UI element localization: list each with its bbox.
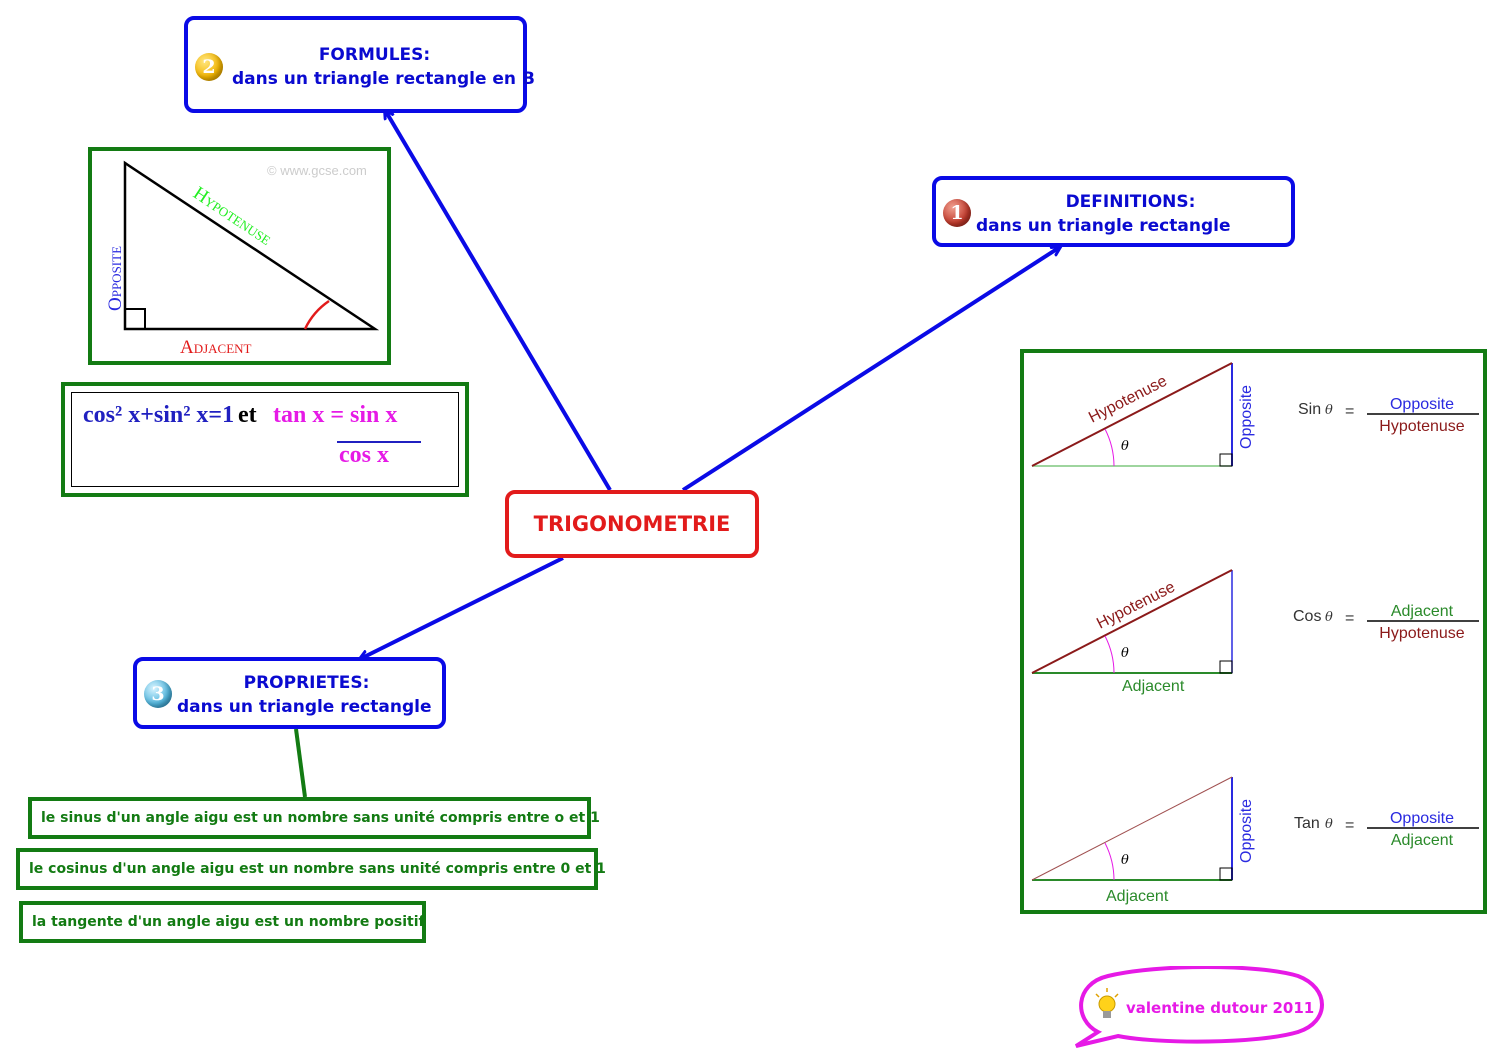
sin-diagram: Hypotenuse Opposite θ [1031,362,1255,467]
triangle-shape [123,160,380,331]
adjacent-label: Adjacent [180,337,252,358]
pythagorean-identity: cos² x+sin² x=1 [83,402,235,428]
svg-text:Adjacent: Adjacent [1122,678,1185,695]
property-sinus-text: le sinus d'un angle aigu est un nombre s… [41,810,600,826]
proprietes-subtitle: dans un triangle rectangle [177,697,432,717]
opposite-label: Opposite [105,246,126,311]
svg-text:Hypotenuse: Hypotenuse [1094,579,1178,633]
central-node[interactable]: TRIGONOMETRIE [505,490,759,558]
fraction-bar [337,441,421,443]
connector-to-formules [385,110,612,492]
tan-identity-numerator: tan x = sin x [273,402,398,428]
cos-formula: Cos θ = Adjacent Hypotenuse [1293,603,1479,642]
triangle-figure: © www.gcse.com Hypotenuse Opposite Adjac… [105,160,380,358]
svg-text:θ: θ [1121,439,1129,454]
sin-formula: Sin θ = Opposite Hypotenuse [1298,396,1479,435]
connector-to-proprietes [360,556,564,659]
svg-text:Tan: Tan [1294,815,1320,832]
lightbulb-icon [1095,988,1119,1018]
cos-diagram: Hypotenuse Adjacent θ [1031,569,1233,695]
angle-arc [303,299,330,330]
svg-text:Opposite: Opposite [1390,396,1454,413]
trig-ratios-panel: Hypotenuse Opposite θ Sin θ = Opposite H… [1020,349,1487,914]
svg-text:θ: θ [1325,817,1333,832]
central-node-label: TRIGONOMETRIE [533,512,731,536]
connector-to-properties-list [294,728,307,798]
tan-formula: Tan θ = Opposite Adjacent [1294,810,1479,849]
svg-text:Opposite: Opposite [1390,810,1454,827]
property-tangente[interactable]: la tangente d'un angle aigu est un nombr… [19,901,426,943]
tan-identity-denominator: cos x [339,442,389,468]
number-1-badge: 1 [943,199,971,227]
proprietes-title: PROPRIETES: [243,673,370,693]
svg-text:Sin: Sin [1298,401,1321,418]
author-callout: valentine dutour 2011 [1074,966,1324,1048]
svg-text:θ: θ [1325,610,1333,625]
tan-diagram: Opposite Adjacent θ [1031,776,1255,905]
et-word: et [238,402,257,428]
svg-text:=: = [1345,610,1354,627]
svg-text:=: = [1345,403,1354,420]
svg-text:Opposite: Opposite [1238,799,1255,863]
definitions-node[interactable]: 1 DEFINITIONS: dans un triangle rectangl… [932,176,1295,247]
watermark-text: © www.gcse.com [267,163,367,178]
hypotenuse-label: Hypotenuse [189,183,275,250]
svg-text:Hypotenuse: Hypotenuse [1379,418,1464,435]
gcse-triangle-image: © www.gcse.com Hypotenuse Opposite Adjac… [88,147,391,365]
formules-subtitle: dans un triangle rectangle en B [232,69,535,89]
trig-ratios-figure: Hypotenuse Opposite θ Sin θ = Opposite H… [1031,362,1479,905]
proprietes-node[interactable]: 3 PROPRIETES: dans un triangle rectangle [133,657,446,729]
svg-text:θ: θ [1325,403,1333,418]
svg-text:Adjacent: Adjacent [1106,888,1169,905]
svg-text:=: = [1345,817,1354,834]
formules-title: FORMULES: [318,45,431,65]
svg-text:Hypotenuse: Hypotenuse [1086,373,1170,427]
svg-text:θ: θ [1121,853,1129,868]
svg-text:Adjacent: Adjacent [1391,832,1454,849]
right-angle-mark [124,308,146,330]
property-cosinus[interactable]: le cosinus d'un angle aigu est un nombre… [16,848,606,890]
property-cosinus-text: le cosinus d'un angle aigu est un nombre… [29,861,606,877]
svg-text:θ: θ [1121,646,1129,661]
definitions-subtitle: dans un triangle rectangle [976,216,1231,236]
author-text: valentine dutour 2011 [1126,999,1314,1017]
connector-to-definitions [681,247,1060,492]
number-3-badge: 3 [144,680,172,708]
identity-formula-box: cos² x+sin² x=1 et tan x = sin x cos x [61,382,469,497]
svg-text:Adjacent: Adjacent [1391,603,1454,620]
number-2-badge: 2 [195,53,223,81]
formules-node[interactable]: 2 FORMULES: dans un triangle rectangle e… [184,16,535,113]
property-sinus[interactable]: le sinus d'un angle aigu est un nombre s… [28,797,600,839]
svg-text:Opposite: Opposite [1238,385,1255,449]
property-tangente-text: la tangente d'un angle aigu est un nombr… [32,914,425,930]
svg-text:Cos: Cos [1293,608,1321,625]
svg-text:Hypotenuse: Hypotenuse [1379,625,1464,642]
definitions-title: DEFINITIONS: [1065,192,1196,212]
